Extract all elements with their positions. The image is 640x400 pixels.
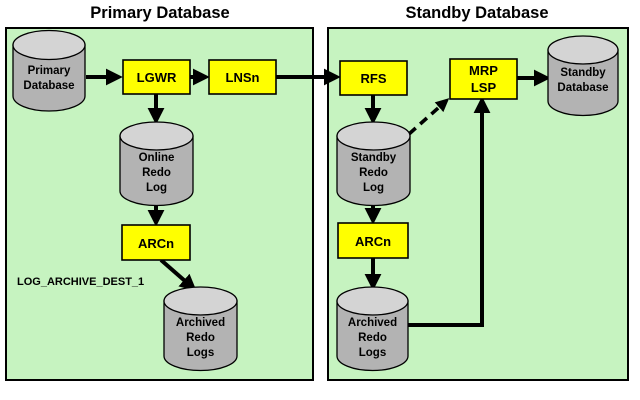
rfs-label: RFS (361, 71, 387, 86)
online-redo-log-label-line1: Online (139, 152, 175, 164)
primary-panel-title: Primary Database (90, 4, 229, 22)
arrow-standby-redo-log-to-mrp-lsp-dashed (407, 98, 450, 136)
online-redo-log-label-line3: Log (146, 182, 167, 194)
standby-archived-redo-logs-label-line1: Archived (348, 317, 397, 329)
standby-database-label-line2: Database (557, 82, 608, 94)
standby-arcn-label: ARCn (355, 234, 391, 249)
primary-database-label-line2: Database (23, 80, 74, 92)
standby-redo-log-cylinder: Standby Redo Log (336, 121, 411, 207)
primary-archived-redo-logs-label-line3: Logs (187, 347, 214, 359)
online-redo-log-cylinder: Online Redo Log (119, 121, 194, 207)
standby-redo-log-label-line3: Log (363, 182, 384, 194)
lnsn-label: LNSn (226, 70, 260, 85)
mrp-label: MRP (469, 63, 498, 78)
primary-archived-redo-logs-label-line1: Archived (176, 317, 225, 329)
standby-archived-redo-logs-label-line3: Logs (359, 347, 386, 359)
primary-archived-redo-logs-cylinder: Archived Redo Logs (163, 286, 238, 372)
standby-archived-redo-logs-label-line2: Redo (358, 332, 387, 344)
lnsn-process-box[interactable]: LNSn (208, 59, 277, 95)
online-redo-log-label-line2: Redo (142, 167, 171, 179)
standby-database-cylinder: Standby Database (547, 35, 619, 117)
lsp-label: LSP (471, 80, 497, 95)
primary-archived-redo-logs-label-line2: Redo (186, 332, 215, 344)
standby-arcn-process-box[interactable]: ARCn (337, 222, 409, 259)
rfs-process-box[interactable]: RFS (339, 60, 408, 96)
standby-redo-log-label-line1: Standby (351, 152, 397, 164)
mrp-lsp-process-box[interactable]: MRP LSP (449, 58, 518, 100)
primary-database-cylinder: Primary Database (12, 29, 86, 112)
standby-database-label-line1: Standby (560, 67, 606, 79)
primary-database-label-line1: Primary (28, 65, 71, 77)
lgwr-label: LGWR (137, 70, 177, 85)
primary-arcn-label: ARCn (138, 236, 174, 251)
arrow-arcn-to-archived-redo-logs (159, 258, 197, 292)
lgwr-process-box[interactable]: LGWR (122, 59, 191, 95)
standby-panel-title: Standby Database (405, 4, 548, 22)
arrow-standby-archived-redo-logs-to-mrp-lsp (406, 96, 491, 327)
standby-archived-redo-logs-cylinder: Archived Redo Logs (336, 286, 409, 372)
standby-redo-log-label-line2: Redo (359, 167, 388, 179)
log-archive-dest-1-label: LOG_ARCHIVE_DEST_1 (17, 276, 144, 288)
primary-arcn-process-box[interactable]: ARCn (121, 224, 191, 261)
